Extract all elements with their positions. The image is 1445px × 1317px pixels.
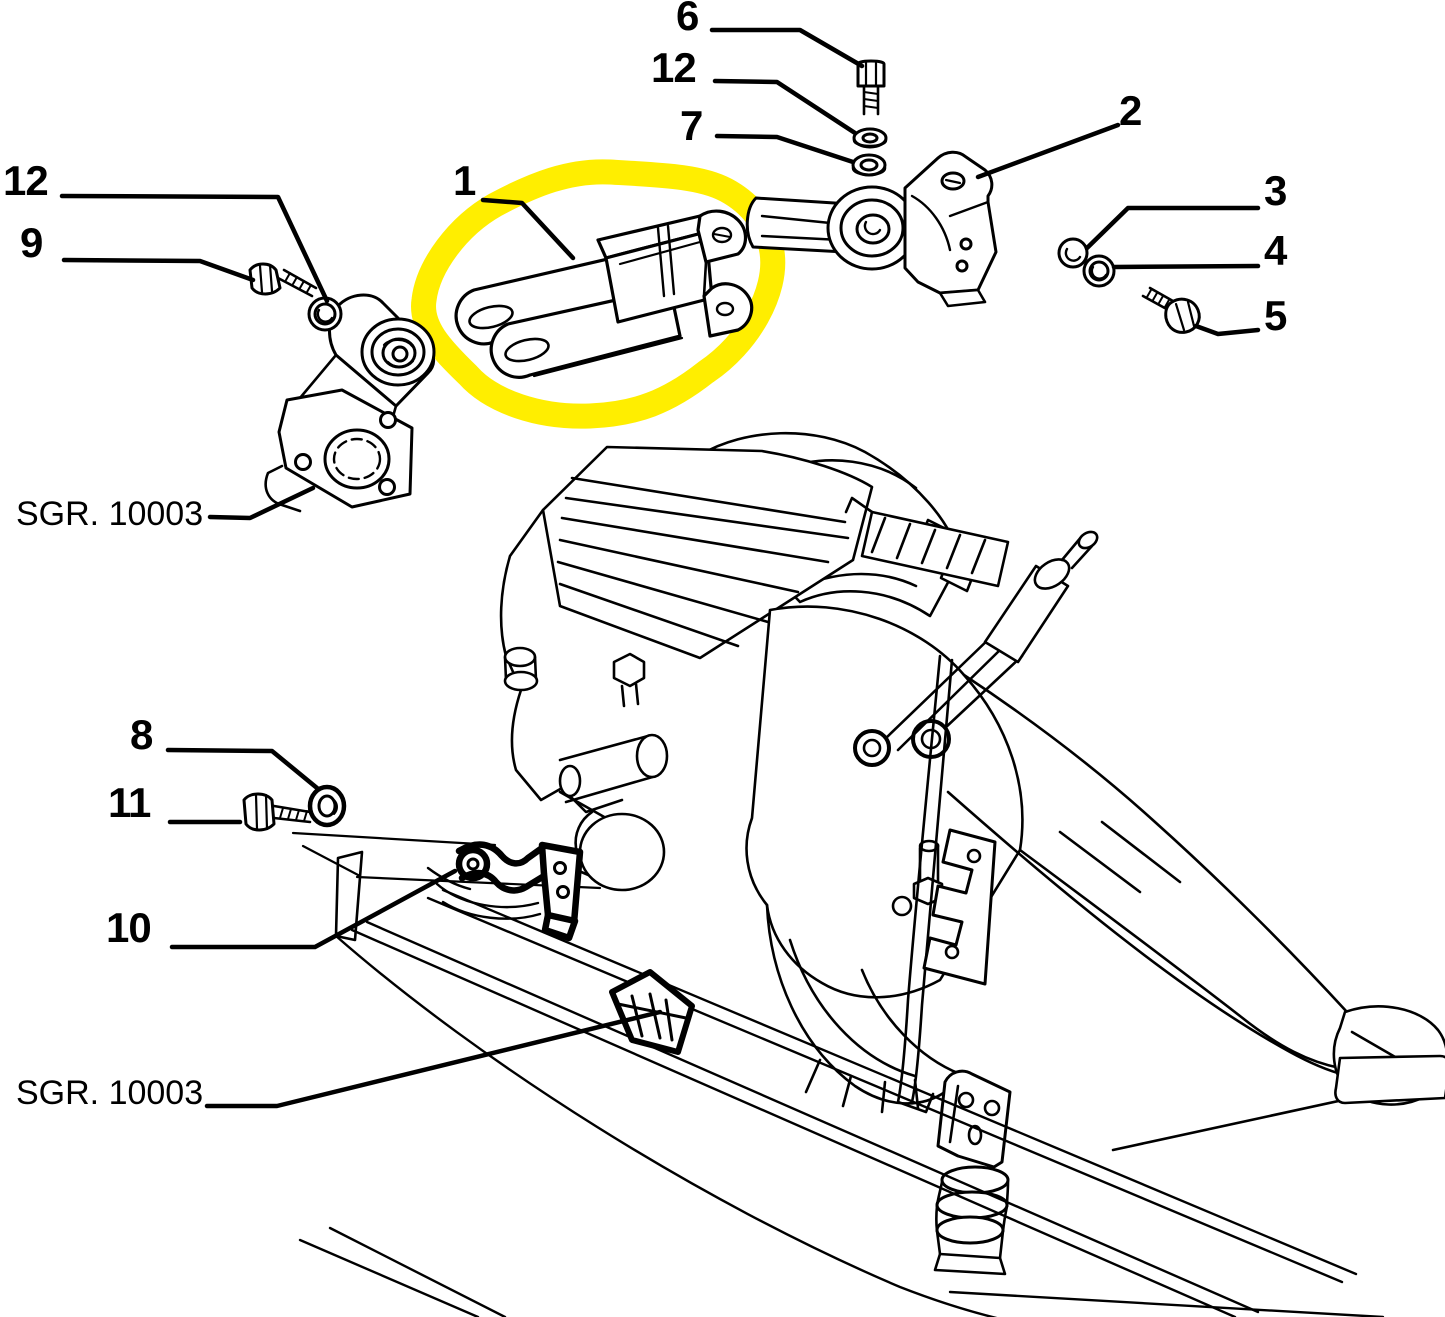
leader-7 [714,133,856,165]
leader-5 [1193,323,1261,337]
callout-6: 6 [676,0,699,39]
leader-1 [480,197,576,261]
bolt-9-icon [248,262,318,298]
callout-5: 5 [1264,292,1287,339]
leader-4 [1111,263,1261,270]
callout-12-top: 12 [651,44,697,91]
group-ref-sgr-10003-upper: SGR. 10003 [16,495,204,533]
group-ref-sgr-10003-lower: SGR. 10003 [16,1074,204,1112]
highlight-loop [411,159,786,429]
subframe [291,831,1445,1317]
callout-2: 2 [1119,87,1142,134]
callout-11: 11 [108,779,151,826]
leader-3 [1084,205,1261,251]
callout-3: 3 [1264,167,1287,214]
washer-12-top-icon [852,127,888,149]
callout-7: 7 [680,102,703,149]
leader-sgr-1 [207,485,316,521]
washer-8-icon [307,784,347,828]
engine-mount-bracket-left [264,293,436,513]
callout-8: 8 [130,711,153,758]
clevis-link-part1 [454,209,754,379]
callout-4: 4 [1264,227,1287,274]
bolt-6-icon [856,59,886,116]
washer-7-icon [851,153,887,177]
torque-rod-bracket [745,150,998,308]
callout-1: 1 [453,157,476,204]
leader-9 [61,257,256,283]
linkage-bracket [922,828,997,986]
mount-pedestal [426,866,542,920]
leader-sgr-2 [204,1009,663,1109]
bolt-11-icon [242,792,312,832]
leader-6 [709,27,865,69]
callout-12-left: 12 [3,157,49,204]
cable-bracket [860,510,1010,588]
callout-9: 9 [20,219,43,266]
leader-10 [169,868,458,950]
mount-bracket-right [936,1069,1012,1169]
nut-12-left-icon [307,296,343,332]
shift-lever-boot [983,564,1070,664]
washer-3-icon [1057,237,1089,269]
bolt-5-icon [1141,286,1201,334]
support-bracket-part10 [455,841,584,942]
leader-8 [165,747,320,791]
engine-gearbox-assembly [291,431,1445,1317]
leader-2 [975,122,1121,180]
leader-12-left [59,193,330,304]
leader-lines [59,27,1261,1109]
leader-12-top [712,78,858,136]
nut-4-icon [1082,254,1116,288]
callout-10: 10 [106,904,152,951]
